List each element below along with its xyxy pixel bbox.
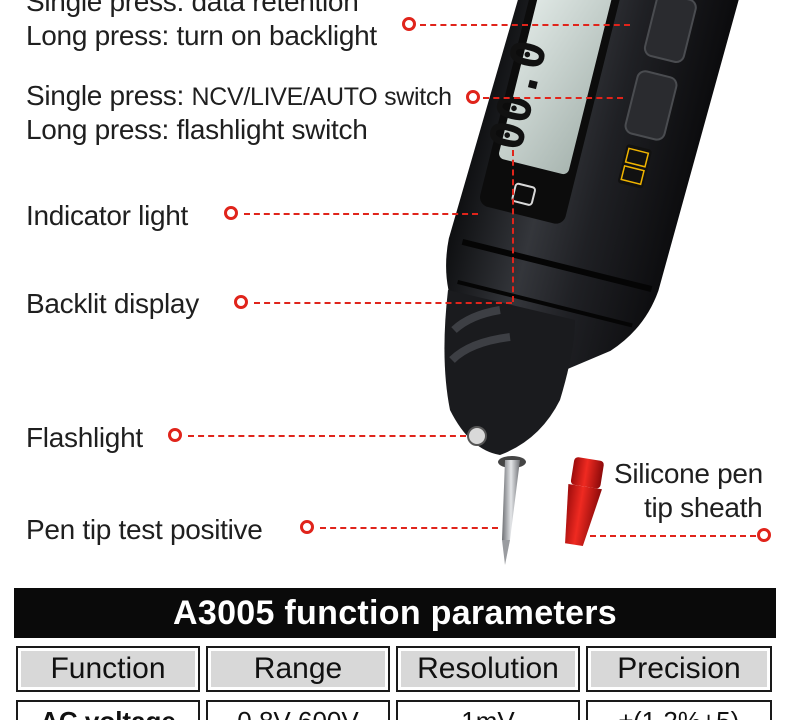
callout-line-pen-tip bbox=[320, 527, 498, 529]
callout-line-display bbox=[254, 302, 512, 304]
callout-dot-backlight bbox=[402, 17, 416, 31]
callout-line-sheath bbox=[590, 535, 756, 537]
params-col-function: Function bbox=[16, 646, 200, 692]
pen-multimeter-illustration bbox=[444, 0, 744, 565]
callout-dot-switch bbox=[466, 90, 480, 104]
params-col-resolution: Resolution bbox=[396, 646, 580, 692]
callout-dot-display bbox=[234, 295, 248, 309]
callout-backlight: Long press: turn on backlight bbox=[26, 20, 377, 51]
callout-line-switch bbox=[483, 97, 623, 99]
params-header: A3005 function parameters bbox=[14, 588, 776, 638]
callout-vline-display bbox=[512, 150, 514, 302]
params-col-resolution-label: Resolution bbox=[401, 651, 575, 687]
probe-tip bbox=[502, 460, 520, 565]
callout-sheath-line1: Silicone pen bbox=[614, 458, 763, 489]
callout-switch-prefix: Single press: bbox=[26, 80, 192, 111]
params-col-range-label: Range bbox=[211, 651, 385, 687]
callout-flashlight-switch: Long press: flashlight switch bbox=[26, 114, 368, 145]
silicone-sheath bbox=[565, 457, 604, 547]
callout-pen-tip: Pen tip test positive bbox=[26, 514, 263, 545]
callout-sheath-line2: tip sheath bbox=[644, 492, 763, 523]
params-col-range: Range bbox=[206, 646, 390, 692]
params-col-precision-label: Precision bbox=[591, 651, 767, 687]
params-row-resolution: 1mV bbox=[396, 700, 580, 720]
callout-data-retention: Single press: data retention bbox=[26, 0, 359, 17]
callout-indicator-light: Indicator light bbox=[26, 200, 189, 231]
params-col-function-label: Function bbox=[21, 651, 195, 687]
params-row-function: AC voltage bbox=[16, 700, 200, 720]
callout-dot-flashlight bbox=[168, 428, 182, 442]
callout-line-indicator bbox=[244, 213, 478, 215]
params-row-range: 0.8V-600V bbox=[206, 700, 390, 720]
callout-dot-pen-tip bbox=[300, 520, 314, 534]
params-col-precision: Precision bbox=[586, 646, 772, 692]
params-row-precision: ±(1.2%+5) bbox=[586, 700, 772, 720]
callout-dot-indicator bbox=[224, 206, 238, 220]
callout-dot-sheath bbox=[757, 528, 771, 542]
pen-nose bbox=[444, 290, 575, 468]
callout-backlit-display: Backlit display bbox=[26, 288, 199, 319]
callout-line-flashlight bbox=[188, 435, 466, 437]
pen-body bbox=[446, 0, 744, 371]
callout-switch-mode: NCV/LIVE/AUTO switch bbox=[191, 83, 452, 111]
params-title: A3005 function parameters bbox=[173, 594, 617, 632]
callout-flashlight: Flashlight bbox=[26, 422, 143, 453]
callout-switch: Single press: NCV/LIVE/AUTO switch bbox=[26, 80, 452, 112]
callout-line-backlight bbox=[420, 24, 630, 26]
